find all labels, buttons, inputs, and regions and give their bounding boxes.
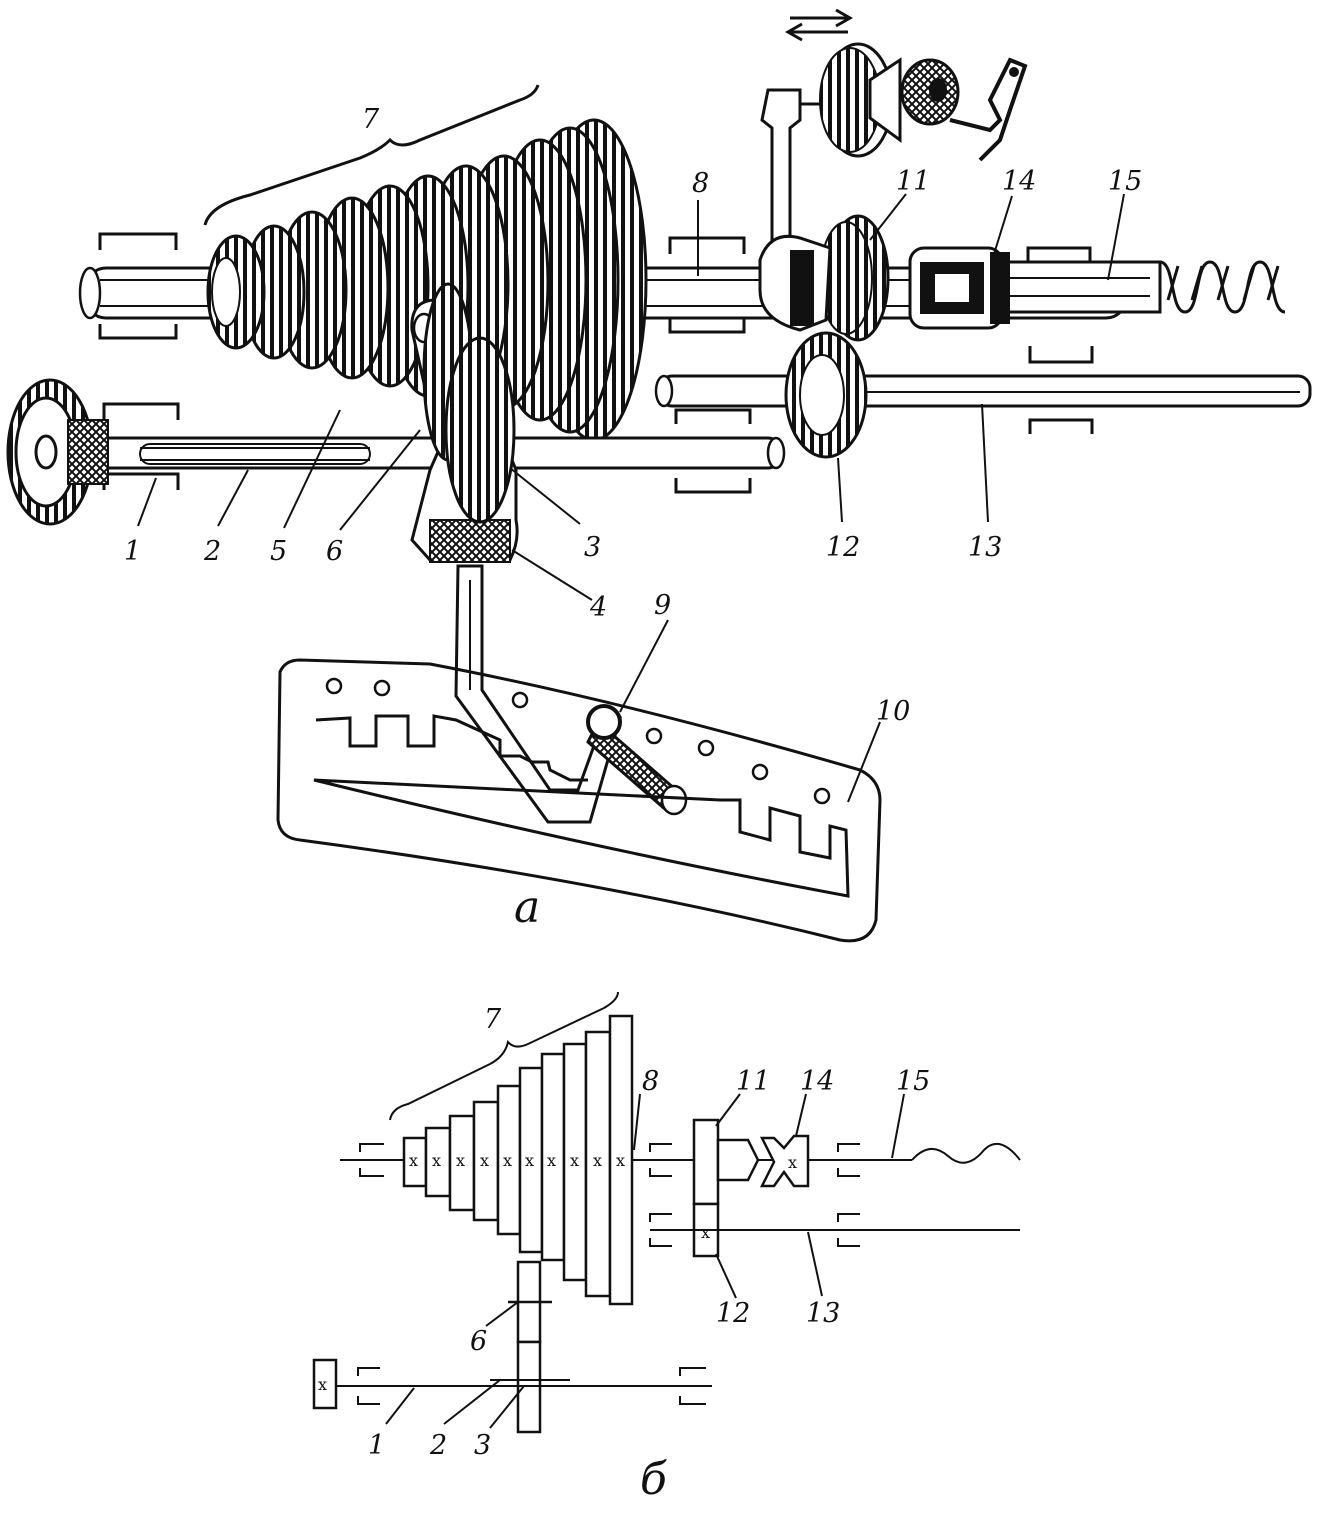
label-b-1: 1 (368, 1430, 385, 1461)
label-a-5: 5 (270, 536, 287, 567)
label-b-3: 3 (474, 1430, 491, 1461)
gear-b-11-12 (692, 1118, 760, 1258)
caption-a: а (514, 882, 540, 933)
bracket-cone-7 (203, 84, 540, 226)
svg-text:x: x (525, 1151, 534, 1170)
svg-text:x: x (503, 1151, 512, 1170)
selector-plate-10 (276, 658, 882, 943)
caption-b: б (640, 1454, 667, 1505)
leaders-view-a (137, 193, 1125, 803)
svg-text:x: x (409, 1151, 418, 1170)
label-b-2: 2 (429, 1430, 447, 1461)
gear-cone-b-7 (402, 1014, 634, 1306)
bearings-b-8 (359, 1143, 860, 1177)
bearings-shaft-8 (98, 232, 1094, 364)
clutch-14 (908, 246, 1010, 330)
label-b-6: 6 (470, 1326, 487, 1357)
label-a-11: 11 (896, 166, 930, 197)
bearings-b-1 (357, 1367, 706, 1405)
bearings-b-13 (649, 1213, 860, 1247)
bracket-b-7 (389, 991, 619, 1121)
view-b-schematic: x x x x x x x x x x x (312, 991, 1021, 1505)
gear-11 (819, 214, 890, 342)
control-knob-disc (819, 42, 1028, 162)
label-b-12: 12 (716, 1298, 750, 1329)
handle-9 (586, 704, 688, 816)
label-a-15: 15 (1108, 166, 1142, 197)
label-a-9: 9 (654, 590, 671, 621)
bearings-shaft-1 (102, 402, 1094, 494)
label-a-1: 1 (124, 536, 141, 567)
svg-text:x: x (547, 1151, 556, 1170)
label-a-10: 10 (876, 696, 910, 727)
svg-text:x: x (480, 1151, 489, 1170)
label-b-13: 13 (806, 1298, 840, 1329)
label-b-15: 15 (896, 1066, 930, 1097)
label-a-7: 7 (362, 104, 380, 135)
label-a-13: 13 (968, 532, 1002, 563)
gear-12 (784, 331, 868, 459)
label-a-8: 8 (692, 168, 709, 199)
label-b-8: 8 (642, 1066, 659, 1097)
handwheel (6, 378, 109, 526)
label-a-14: 14 (1002, 166, 1036, 197)
gear-b-12-mark: x (701, 1223, 710, 1242)
label-b-14: 14 (800, 1066, 834, 1097)
svg-text:x: x (456, 1151, 465, 1170)
shaft-b-15 (911, 1142, 1021, 1164)
label-a-2: 2 (203, 536, 221, 567)
view-a-pictorial: 7 8 11 14 15 1 2 5 6 3 4 9 10 12 13 а (6, 8, 1312, 943)
shaft-15-worm (988, 260, 1286, 314)
labels-view-a: 7 8 11 14 15 1 2 5 6 3 4 9 10 12 13 (124, 104, 1142, 727)
direction-arrows (784, 8, 854, 42)
svg-text:x: x (432, 1151, 441, 1170)
gear-3 (444, 336, 516, 524)
svg-text:x: x (570, 1151, 579, 1170)
shaft-13 (654, 374, 1312, 408)
label-a-6: 6 (326, 536, 343, 567)
label-a-3: 3 (584, 532, 601, 563)
gear-marks-b: x x x x x x x x x x (409, 1151, 625, 1170)
label-b-7: 7 (484, 1004, 502, 1035)
handwheel-b-mark: x (318, 1375, 327, 1394)
label-b-11: 11 (736, 1066, 770, 1097)
clutch-b-mark: x (788, 1153, 797, 1172)
labels-view-b: 7 8 11 14 15 12 13 6 1 2 3 (368, 1004, 930, 1461)
handwheel-b (312, 1358, 338, 1410)
clutch-b-14 (759, 1134, 810, 1188)
shift-fork-11 (758, 88, 832, 332)
leaders-view-b (385, 1093, 905, 1429)
label-a-12: 12 (826, 532, 860, 563)
svg-text:x: x (616, 1151, 625, 1170)
label-a-4: 4 (589, 592, 607, 623)
gear-b-6 (508, 1260, 552, 1344)
svg-text:x: x (593, 1151, 602, 1170)
